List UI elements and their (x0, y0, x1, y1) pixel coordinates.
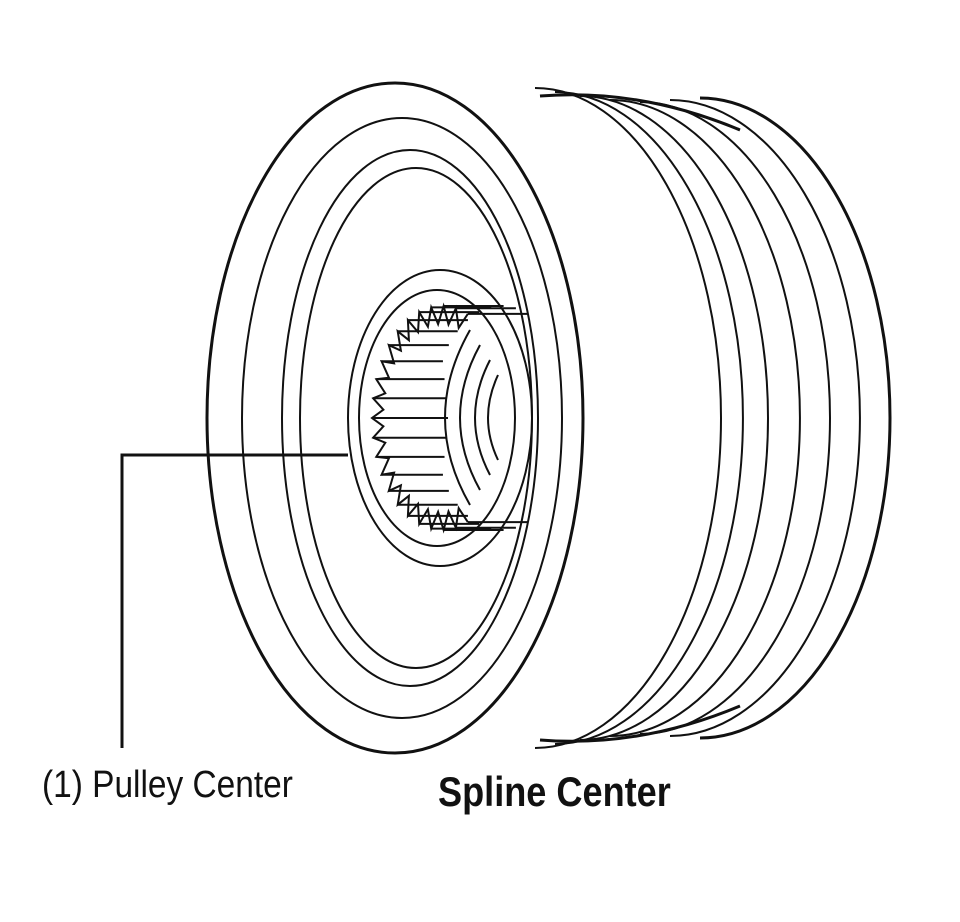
groove-4 (579, 95, 769, 741)
groove-0 (699, 96, 892, 740)
pulley-grooves (534, 87, 892, 749)
callout-leader-line (120, 453, 348, 748)
groove-6 (534, 87, 722, 749)
groove-5 (554, 91, 744, 745)
pulley-center-label: (1) Pulley Center (42, 764, 293, 806)
face-ring-2 (281, 149, 539, 687)
spline-center-caption: Spline Center (438, 768, 671, 815)
hub-inner (358, 289, 516, 547)
body-edge-1 (539, 704, 741, 743)
groove-2 (639, 101, 831, 735)
spline-arcs (444, 329, 499, 506)
spline-teeth (370, 302, 528, 534)
hub-outer (347, 269, 533, 567)
face-ring-1 (241, 117, 563, 719)
groove-1 (669, 99, 861, 737)
body-edge-0 (539, 93, 741, 132)
groove-3 (609, 99, 801, 737)
